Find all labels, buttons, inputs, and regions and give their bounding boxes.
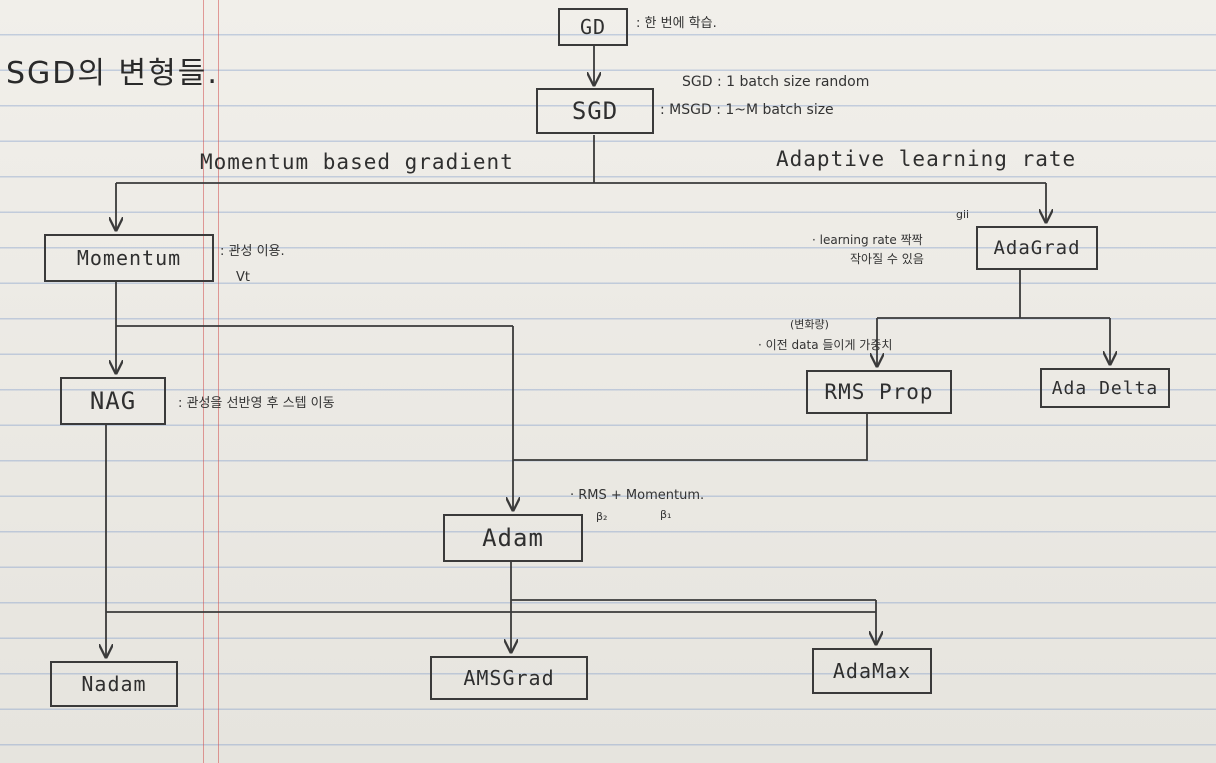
- note-nag: : 관성을 선반영 후 스텝 이동: [178, 396, 335, 411]
- node-rmsprop: RMS Prop: [806, 370, 952, 414]
- node-sgd: SGD: [536, 88, 654, 134]
- note-momentum: : 관성 이용.: [220, 244, 285, 259]
- note-adagrad-symbol: gii: [956, 208, 970, 221]
- node-adam: Adam: [443, 514, 583, 562]
- node-nadam: Nadam: [50, 661, 178, 707]
- note-adam: · RMS + Momentum.: [570, 488, 705, 503]
- margin-line: [203, 0, 219, 763]
- branch-label-momentum-based: Momentum based gradient: [200, 150, 514, 174]
- node-nag: NAG: [60, 377, 166, 425]
- node-adagrad: AdaGrad: [976, 226, 1098, 270]
- note-adagrad-line2: 작아질 수 있음: [850, 252, 924, 266]
- edge-rmsprop-to-adam: [513, 414, 868, 461]
- note-adam-beta1: β₁: [660, 508, 672, 521]
- note-rmsprop-top: (변화량): [790, 318, 829, 331]
- note-sgd-line2: : MSGD : 1~M batch size: [660, 102, 834, 118]
- branch-label-adaptive-lr: Adaptive learning rate: [776, 147, 1077, 171]
- note-momentum-symbol: Vt: [236, 270, 250, 285]
- note-sgd-line1: SGD : 1 batch size random: [682, 74, 870, 90]
- note-rmsprop: · 이전 data 들이게 가중치: [758, 338, 893, 352]
- node-amsgrad: AMSGrad: [430, 656, 588, 700]
- note-gd: : 한 번에 학습.: [636, 16, 717, 31]
- node-gd: GD: [558, 8, 628, 46]
- node-adamax: AdaMax: [812, 648, 932, 694]
- node-adadelta: Ada Delta: [1040, 368, 1170, 408]
- note-adam-beta2: β₂: [596, 510, 608, 523]
- node-momentum: Momentum: [44, 234, 214, 282]
- note-adagrad-line1: · learning rate 짝짝: [812, 233, 923, 247]
- page-title: SGD의 변형들.: [6, 56, 219, 91]
